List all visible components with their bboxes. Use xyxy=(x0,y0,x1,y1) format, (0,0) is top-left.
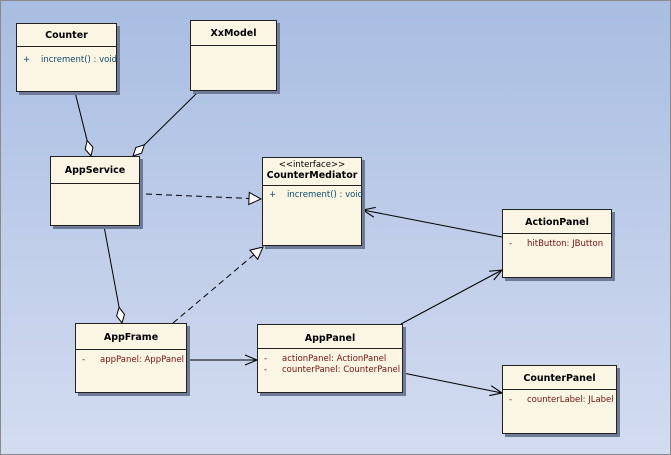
class-appframe-name: AppFrame xyxy=(103,332,159,343)
attribute-row: - hitButton: JButton xyxy=(503,239,611,250)
operation-row: + increment() : void xyxy=(263,190,364,201)
class-xxmodel-name: XxModel xyxy=(210,28,257,39)
class-countermediator-operations: + increment() : void xyxy=(263,186,364,201)
class-counter-operations: + increment() : void xyxy=(17,47,118,66)
class-counterpanel-name: CounterPanel xyxy=(523,373,596,384)
class-countermediator-header: <<interface>> CounterMediator xyxy=(263,158,361,186)
visibility-marker: - xyxy=(509,395,513,405)
attribute-text: counterLabel: JLabel xyxy=(527,395,614,405)
class-appframe-attributes: - appPanel: AppPanel xyxy=(76,350,186,366)
visibility-marker: - xyxy=(82,355,86,365)
class-apppanel-attributes: - actionPanel: ActionPanel - counterPanel:… xyxy=(258,349,402,376)
class-countermediator[interactable]: <<interface>> CounterMediator + increment… xyxy=(262,157,364,246)
association-actionpanel-countermediator xyxy=(363,210,503,238)
attribute-row: - actionPanel: ActionPanel xyxy=(258,354,402,365)
operation-text: increment() : void xyxy=(41,55,118,65)
stereotype-label: <<interface>> xyxy=(278,160,346,170)
realization-appframe-countermediator xyxy=(172,247,263,324)
class-actionpanel-header: ActionPanel xyxy=(503,210,611,234)
class-counter-name: Counter xyxy=(45,30,88,41)
class-apppanel-header: AppPanel xyxy=(258,325,402,349)
attribute-row: - counterPanel: CounterPanel xyxy=(258,365,402,376)
class-actionpanel-name: ActionPanel xyxy=(525,217,589,228)
visibility-marker: - xyxy=(264,365,268,375)
aggregation-appservice-xxmodel xyxy=(133,90,200,156)
class-appframe-header: AppFrame xyxy=(76,324,186,350)
operation-row: + increment() : void xyxy=(17,55,118,66)
class-counterpanel-attributes: - counterLabel: JLabel xyxy=(503,390,616,406)
attribute-text: hitButton: JButton xyxy=(527,239,604,249)
class-apppanel-name: AppPanel xyxy=(304,333,356,344)
class-appservice[interactable]: AppService xyxy=(50,156,140,226)
class-actionpanel[interactable]: ActionPanel - hitButton: JButton xyxy=(502,209,612,278)
class-xxmodel-header: XxModel xyxy=(191,21,276,46)
class-counterpanel-header: CounterPanel xyxy=(503,366,616,390)
class-appservice-name: AppService xyxy=(64,165,126,176)
class-counter-header: Counter xyxy=(17,24,116,47)
association-apppanel-counterpanel xyxy=(402,372,502,393)
attribute-text: counterPanel: CounterPanel xyxy=(282,365,401,375)
visibility-marker: + xyxy=(23,55,31,65)
class-counter[interactable]: Counter + increment() : void xyxy=(16,23,117,92)
class-actionpanel-attributes: - hitButton: JButton xyxy=(503,234,611,250)
class-counterpanel[interactable]: CounterPanel - counterLabel: JLabel xyxy=(502,365,617,434)
visibility-marker: - xyxy=(509,239,513,249)
class-countermediator-name: CounterMediator xyxy=(266,170,358,181)
visibility-marker: - xyxy=(264,354,268,364)
aggregation-appservice-counter xyxy=(74,91,91,156)
aggregation-appframe-appservice xyxy=(103,225,122,323)
attribute-row: - appPanel: AppPanel xyxy=(76,355,186,366)
class-apppanel[interactable]: AppPanel - actionPanel: ActionPanel - coun… xyxy=(257,324,403,393)
attribute-text: actionPanel: ActionPanel xyxy=(282,354,387,364)
association-apppanel-actionpanel xyxy=(400,270,502,325)
realization-appservice-countermediator xyxy=(145,194,261,199)
class-xxmodel[interactable]: XxModel xyxy=(190,20,277,91)
attribute-text: appPanel: AppPanel xyxy=(100,355,185,365)
visibility-marker: + xyxy=(269,190,277,200)
attribute-row: - counterLabel: JLabel xyxy=(503,395,616,406)
class-appservice-header: AppService xyxy=(51,157,139,184)
operation-text: increment() : void xyxy=(287,190,364,200)
class-appframe[interactable]: AppFrame - appPanel: AppPanel xyxy=(75,323,187,393)
